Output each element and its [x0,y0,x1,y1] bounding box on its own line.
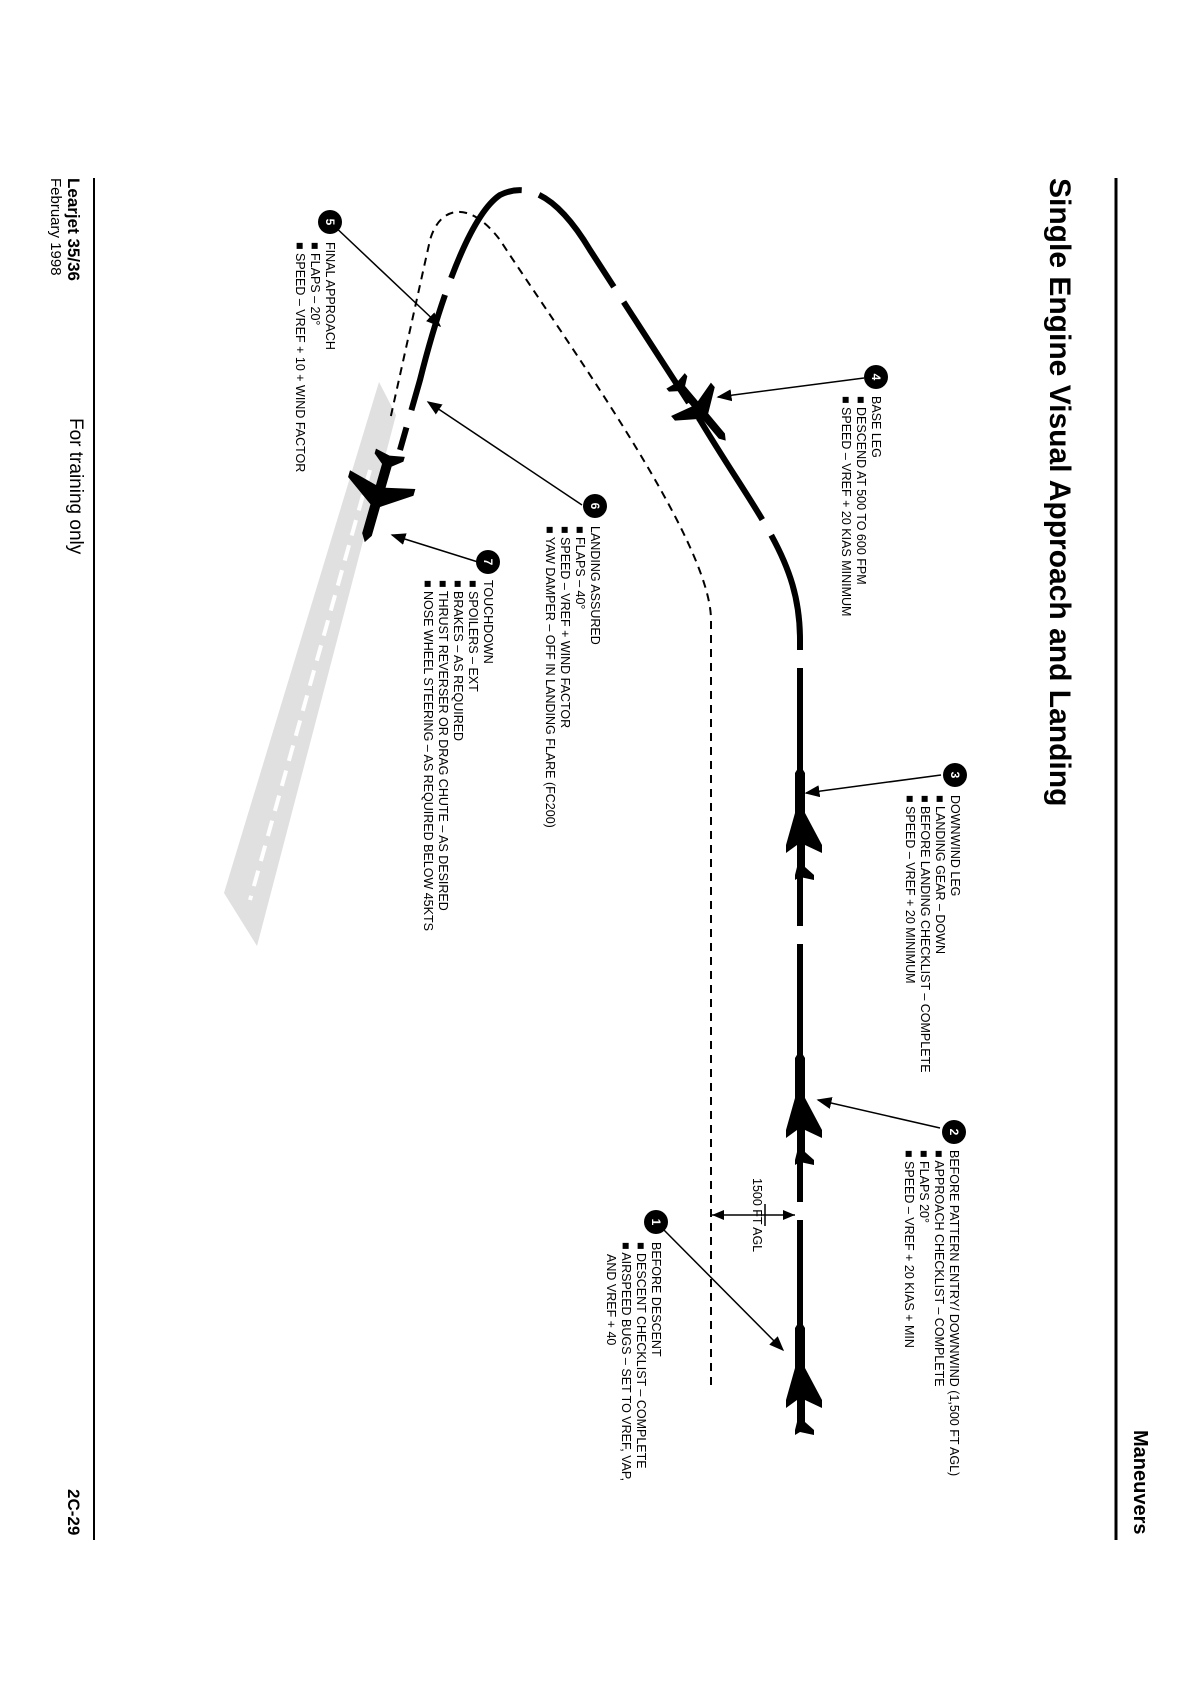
step-title: BEFORE PATTERN ENTRY/ DOWNWIND (1,500 FT… [947,1150,961,1476]
step-item: ■ FLAPS – 40° [573,526,587,609]
runway [224,382,396,946]
callout-leader-3 [804,774,942,798]
normal-pattern-path [389,210,712,1385]
step-item: ■ FLAPS – 20° [308,242,322,325]
section-title: Maneuvers [1129,1430,1151,1535]
step-title: DOWNWIND LEG [948,795,962,896]
step-item: ■ BRAKES – AS REQUIRED [451,580,465,741]
step-title: BEFORE DESCENT [649,1242,663,1357]
page-title: Single Engine Visual Approach and Landin… [1043,178,1076,806]
step-item: ■ YAW DAMPER – OFF IN LANDING FLARE (FC2… [543,526,557,828]
svg-text:1: 1 [649,1219,663,1226]
step-item: ■ LANDING GEAR – DOWN [933,795,947,954]
step-2-label: BEFORE PATTERN ENTRY/ DOWNWIND (1,500 FT… [902,1150,961,1476]
step-item: ■ FLAPS 20° [917,1150,931,1223]
step-badge-4: 4 [864,365,888,389]
step-badge-7: 7 [476,550,500,574]
step-title: FINAL APPROACH [323,242,337,350]
step-item: ■ SPEED – VREF + WIND FACTOR [558,526,572,728]
step-title: LANDING ASSURED [588,526,602,645]
step-badge-2: 2 [942,1120,966,1144]
step-item: ■ SPEED – VREF + 20 KIAS + MIN [902,1150,916,1348]
aircraft-icon [786,1050,822,1165]
step-5-label: FINAL APPROACH ■ FLAPS – 20° ■ SPEED – V… [293,242,337,472]
step-item: ■ SPEED – VREF + 20 KIAS MINIMUM [839,396,853,616]
step-badge-6: 6 [583,494,607,518]
callout-leader-1 [655,1221,785,1352]
step-badge-5: 5 [318,210,342,234]
step-1-label: BEFORE DESCENT ■ DESCENT CHECKLIST – COM… [604,1242,663,1481]
altitude-arrowhead-left [712,1210,724,1220]
step-item: ■ APPROACH CHECKLIST – COMPLETE [932,1150,946,1387]
step-item: ■ DESCEND AT 500 TO 600 FPM [854,396,868,585]
step-3-label: DOWNWIND LEG ■ LANDING GEAR – DOWN ■ BEF… [903,795,962,1073]
callout-leader-6 [426,401,583,506]
step-item: ■ BEFORE LANDING CHECKLIST – COMPLETE [918,795,932,1073]
svg-text:7: 7 [481,559,495,566]
aircraft-icon [786,765,822,880]
aircraft-icon [348,448,416,543]
step-title: BASE LEG [869,396,883,458]
footer-aircraft: Learjet 35/36 [64,178,83,281]
step-item: ■ THRUST REVERSER OR DRAG CHUTE – AS DES… [436,580,450,911]
aircraft-icon [786,1320,822,1435]
callout-leader-4 [716,377,865,402]
step-4-label: BASE LEG ■ DESCEND AT 500 TO 600 FPM ■ S… [839,396,883,616]
runway-centerline [248,469,372,901]
callout-leader-7 [390,533,479,563]
step-item: ■ DESCENT CHECKLIST – COMPLETE [634,1242,648,1469]
single-engine-flight-path [397,187,803,1340]
aircraft-icon [666,373,726,441]
step-6-label: LANDING ASSURED ■ FLAPS – 40° ■ SPEED – … [543,526,602,828]
step-item: ■ NOSE WHEEL STEERING – AS REQUIRED BELO… [421,580,435,931]
step-title: TOUCHDOWN [481,580,495,664]
step-item: ■ SPEED – VREF + 10 + WIND FACTOR [293,242,307,472]
altitude-arrowhead-right [783,1210,795,1220]
callout-leader-2 [816,1097,941,1129]
step-7-label: TOUCHDOWN ■ SPOILERS – EXT ■ BRAKES – AS… [421,580,495,931]
callout-leader-5 [329,221,442,328]
svg-text:4: 4 [869,374,883,381]
step-item: ■ SPOILERS – EXT [466,580,480,692]
altitude-marker-label: 1500 FT AGL [750,1178,764,1252]
footer-page-number: 2C-29 [64,1489,83,1535]
svg-text:5: 5 [323,219,337,226]
step-badge-3: 3 [943,763,967,787]
svg-text:6: 6 [588,503,602,510]
step-item-continuation: AND VREF + 40 [604,1254,618,1345]
step-badge-1: 1 [644,1210,668,1234]
step-item: ■ AIRSPEED BUGS – SET TO VREF, VAP, [619,1242,633,1481]
svg-text:3: 3 [948,772,962,779]
svg-text:2: 2 [947,1129,961,1136]
step-item: ■ SPEED – VREF + 20 MINIMUM [903,795,917,984]
footer-notice: For training only [65,418,86,555]
footer-date: February 1998 [47,178,64,276]
